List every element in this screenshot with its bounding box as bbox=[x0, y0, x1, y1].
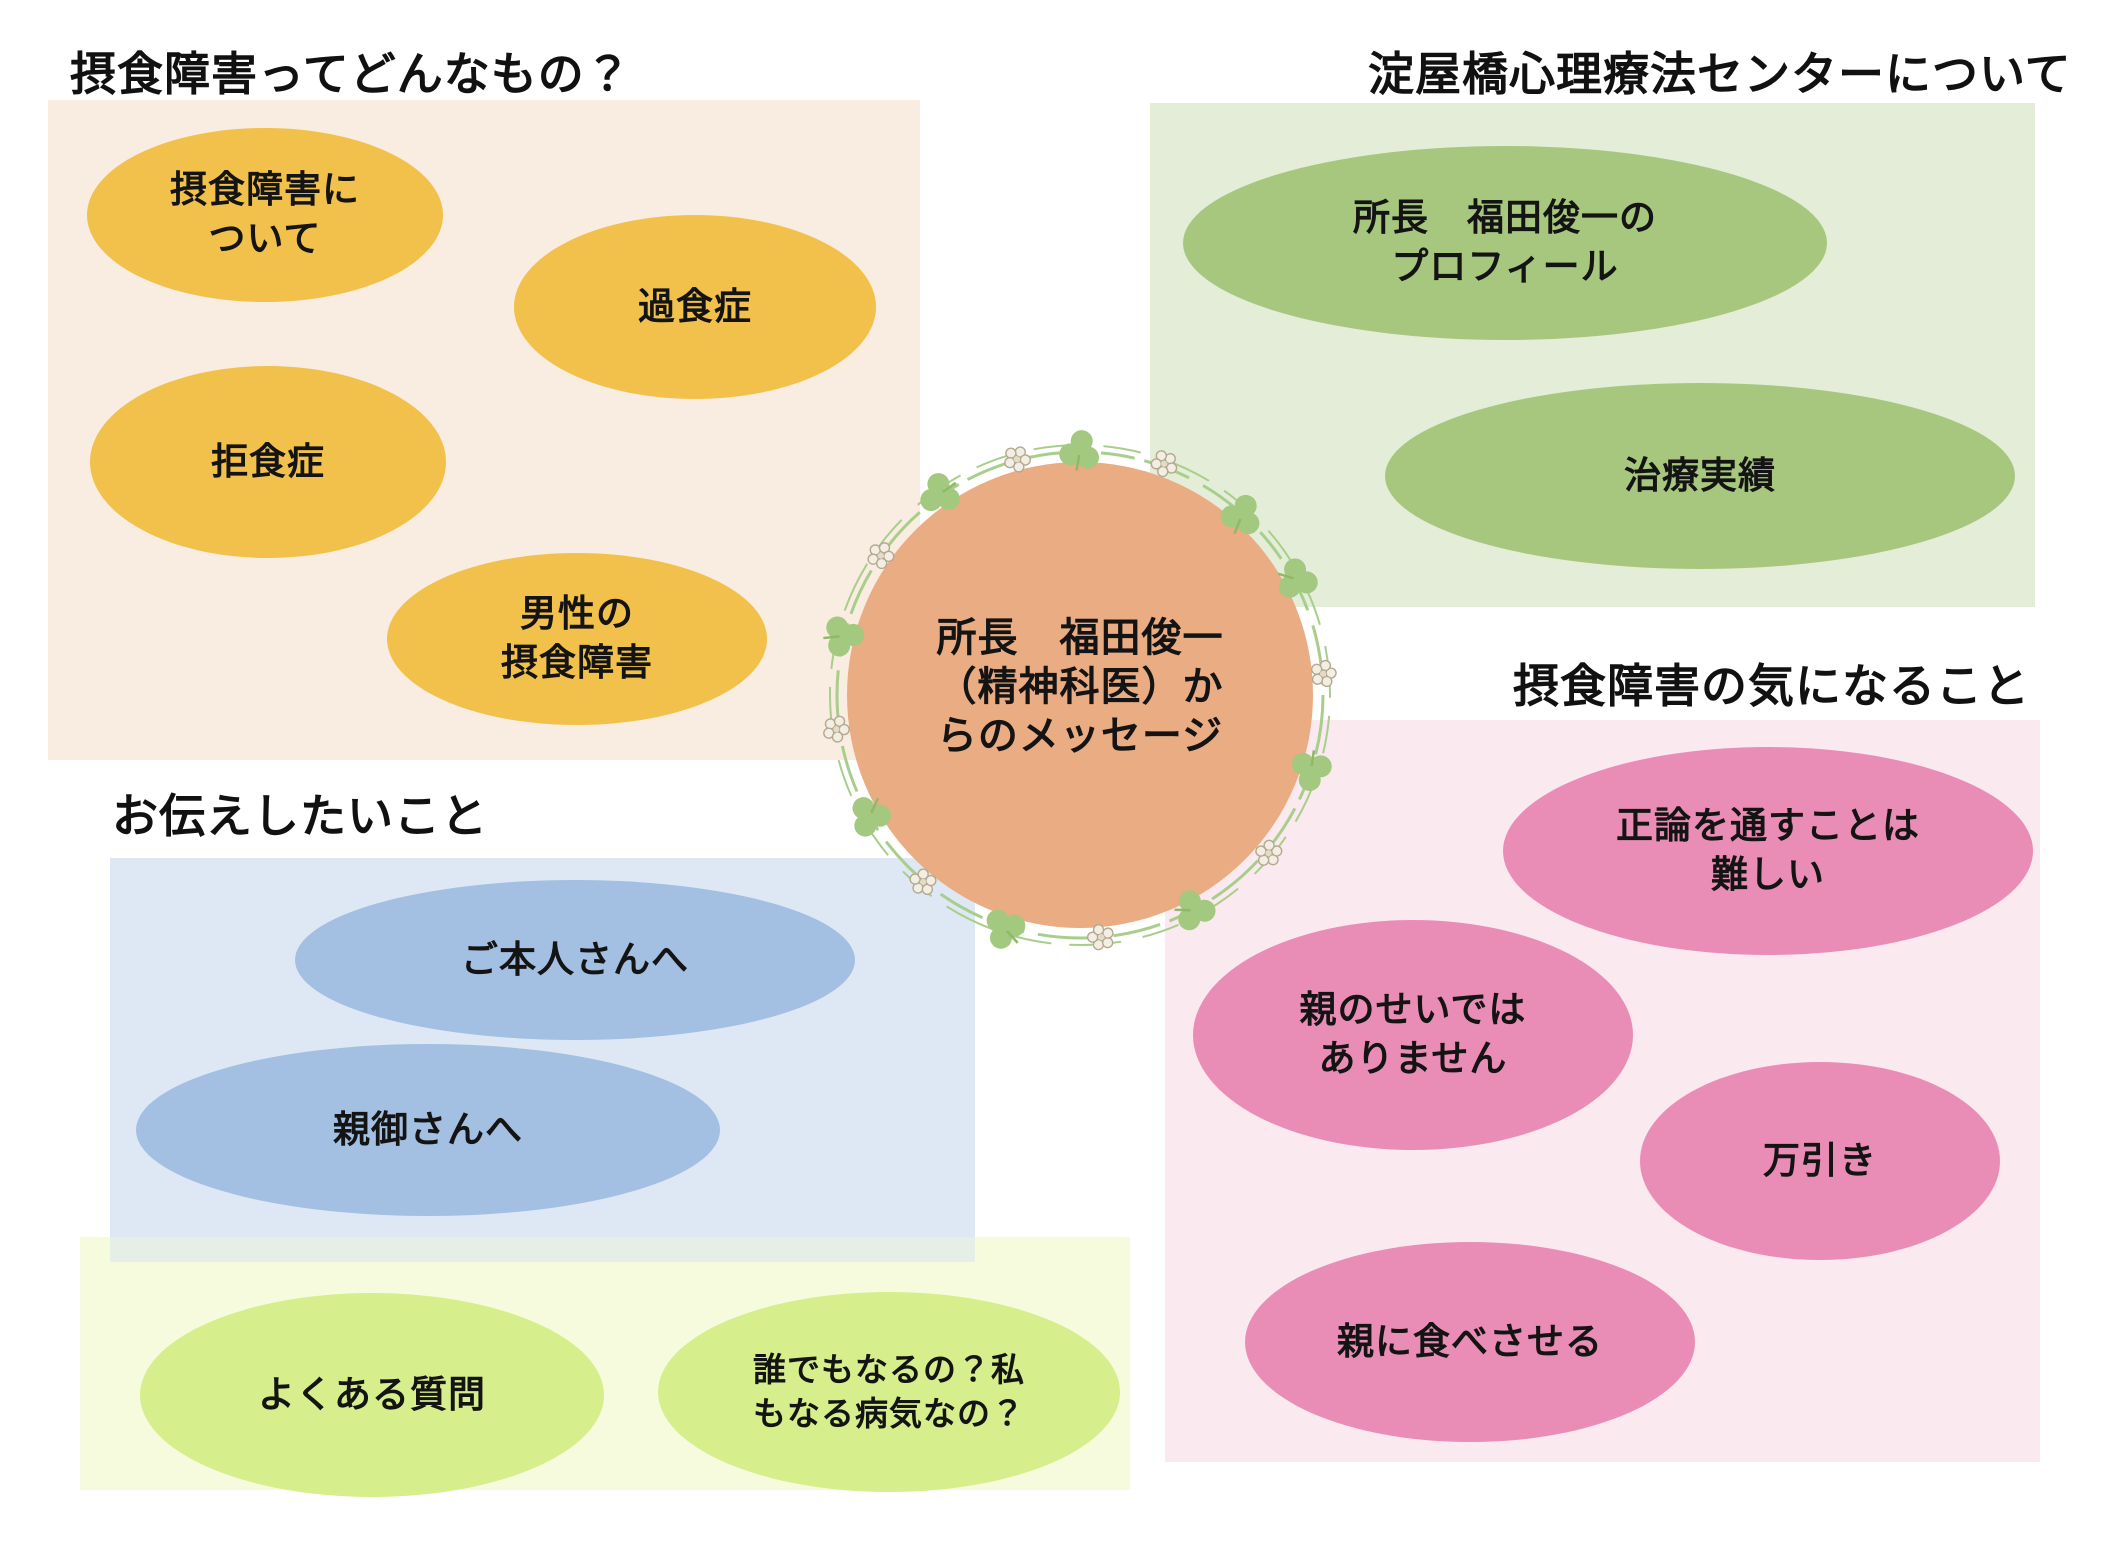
center-message-label[interactable]: 所長 福田俊一 （精神科医）か らのメッセージ bbox=[936, 616, 1224, 758]
bubble-label: 万引き bbox=[1763, 1139, 1877, 1181]
bubble-label: 所長 福田俊一の プロフィール bbox=[1353, 197, 1657, 287]
bubble-to-parents[interactable]: 親御さんへ bbox=[136, 1044, 720, 1216]
bubble-male-eating-disorders[interactable]: 男性の 摂食障害 bbox=[387, 553, 767, 725]
bubble-faq[interactable]: よくある質問 bbox=[140, 1293, 604, 1497]
bubble-shoplifting[interactable]: 万引き bbox=[1640, 1062, 2000, 1260]
section-title-about-center: 淀屋橋心理療法センターについて bbox=[1368, 48, 2072, 100]
bubble-bulimia[interactable]: 過食症 bbox=[514, 215, 876, 399]
bubble-label: 親御さんへ bbox=[333, 1108, 523, 1150]
bubble-treatment-results[interactable]: 治療実績 bbox=[1385, 383, 2015, 569]
bubble-label: 拒食症 bbox=[211, 440, 325, 482]
bubble-label: よくある質問 bbox=[258, 1373, 486, 1415]
bubble-label: 男性の 摂食障害 bbox=[501, 593, 653, 683]
bubble-hard-to-push-sound-argument[interactable]: 正論を通すことは 難しい bbox=[1503, 747, 2033, 955]
section-title-messages: お伝えしたいこと bbox=[112, 790, 488, 842]
bubble-label: 正論を通すことは 難しい bbox=[1616, 805, 1920, 895]
center-message-circle bbox=[847, 462, 1313, 928]
wreath-graphic bbox=[817, 425, 1338, 958]
center-message-badge[interactable] bbox=[790, 405, 1370, 985]
bubble-not-parents-fault[interactable]: 親のせいでは ありません bbox=[1193, 920, 1633, 1150]
bubble-label: ご本人さんへ bbox=[461, 938, 689, 980]
bubble-label: 親のせいでは ありません bbox=[1299, 989, 1527, 1079]
bubble-label: 親に食べさせる bbox=[1337, 1320, 1603, 1362]
section-title-what-is-eating-disorder: 摂食障害ってどんなもの？ bbox=[70, 48, 632, 100]
bubble-label: 誰でもなるの？私 もなる病気なの？ bbox=[753, 1351, 1025, 1432]
bubble-label: 過食症 bbox=[638, 285, 752, 327]
panel-messages-faq-overlap bbox=[110, 1237, 975, 1262]
bubble-label: 摂食障害に ついて bbox=[170, 169, 360, 259]
section-title-concerns: 摂食障害の気になること bbox=[1513, 660, 2030, 712]
bubble-making-parents-eat[interactable]: 親に食べさせる bbox=[1245, 1242, 1695, 1442]
bubble-anorexia[interactable]: 拒食症 bbox=[90, 366, 446, 558]
bubble-label: 治療実績 bbox=[1624, 454, 1776, 496]
bubble-about-eating-disorders[interactable]: 摂食障害に ついて bbox=[87, 128, 443, 302]
bubble-director-profile[interactable]: 所長 福田俊一の プロフィール bbox=[1183, 146, 1827, 340]
bubble-to-the-person[interactable]: ご本人さんへ bbox=[295, 880, 855, 1040]
bubble-can-anyone-get-it[interactable]: 誰でもなるの？私 もなる病気なの？ bbox=[658, 1292, 1120, 1492]
